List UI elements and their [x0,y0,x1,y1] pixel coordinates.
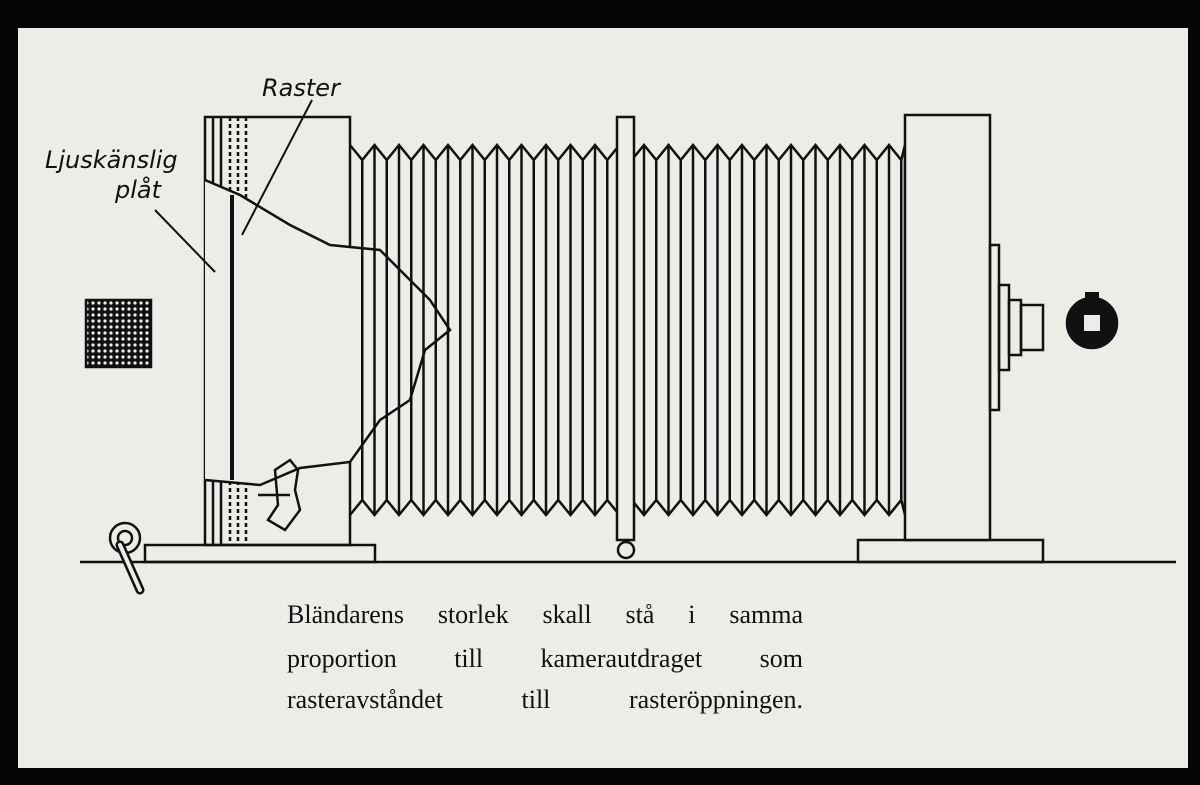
rear-base [143,543,377,564]
plate-label-line2: plåt [114,175,163,204]
raster-label: Raster [262,74,342,102]
crank-handle [108,521,145,595]
middle-frame [615,115,636,560]
plate-pointer [154,209,216,273]
bellows-fold [361,145,907,515]
raster-pointer [241,99,313,236]
caption-line-3: rasteravståndet till rasteröppningen. [287,685,803,714]
caption-line-1: Bländarens storlek skall stå i samma [287,600,803,629]
screen-pattern [84,298,153,369]
lens [988,243,1045,412]
caption-line-2: proportion till kamerautdraget som [287,644,803,673]
aperture-disc-icon [1065,292,1119,350]
front-standard [903,113,992,542]
front-base [856,538,1045,564]
rear-standard [203,115,452,547]
plate-label-line1: Ljuskänslig [45,146,178,174]
